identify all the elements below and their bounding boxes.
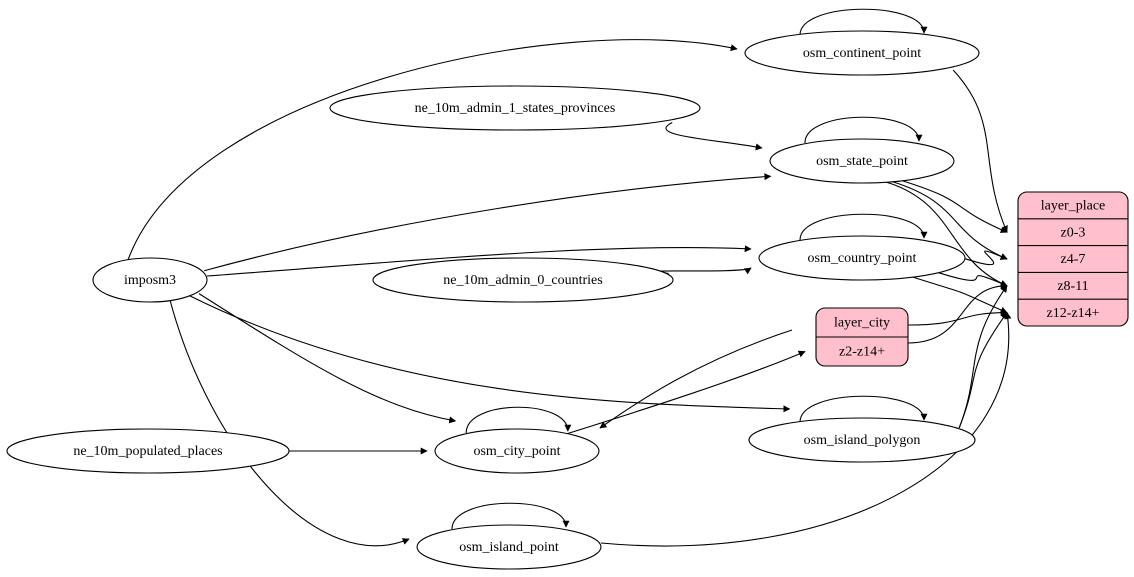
- edge-osm_country_point-to-layer_place-z4-7: [964, 250, 1008, 266]
- edge-osm_state_point-to-layer_place-z8-11: [886, 181, 1008, 287]
- record-row-layer-city[interactable]: layer_city: [834, 316, 890, 331]
- node-osm_country_point[interactable]: osm_country_point: [758, 235, 966, 281]
- node-osm_island_point[interactable]: osm_island_point: [416, 524, 602, 570]
- edge-osm_country_point-to-layer_place-z8-11: [938, 272, 1008, 287]
- edge-osm_continent_point-to-layer_place-z0-3: [952, 69, 1008, 233]
- node-label: osm_continent_point: [803, 46, 921, 61]
- node-ne_populated[interactable]: ne_10m_populated_places: [6, 428, 290, 474]
- node-layer: imposm3 ne_10m_admin_1_states_provincesne…: [6, 30, 1129, 570]
- node-label: osm_city_point: [473, 444, 560, 459]
- node-shape-ellipse: [416, 524, 602, 570]
- node-layer_city[interactable]: layer_city z2-z14+: [815, 307, 909, 367]
- edge-ne_countries-to-osm_country_point: [654, 267, 752, 275]
- node-shape-ellipse: [372, 257, 674, 303]
- node-label: ne_10m_populated_places: [73, 444, 222, 459]
- record-row-z0-3[interactable]: z0-3: [1061, 225, 1086, 240]
- node-shape-ellipse: [434, 428, 600, 474]
- node-label: osm_island_polygon: [804, 433, 921, 448]
- node-osm_island_polygon[interactable]: osm_island_polygon: [748, 417, 976, 463]
- node-label: ne_10m_admin_1_states_provinces: [415, 101, 616, 116]
- edge-ne_states-to-osm_state_point: [665, 122, 763, 151]
- node-layer_place[interactable]: layer_place z0-3 z4-7 z8-11 z12-z14+: [1017, 191, 1129, 327]
- edge-osm_island_polygon-to-layer_place-z12-z14+: [958, 312, 1008, 429]
- record-row-layer-place[interactable]: layer_place: [1041, 199, 1106, 214]
- record-outer: [1017, 191, 1129, 327]
- node-ne_states[interactable]: ne_10m_admin_1_states_provinces: [329, 85, 701, 131]
- edge-layer_city-to-layer_place-z8-11: [907, 282, 1008, 344]
- node-shape-ellipse: [6, 428, 290, 474]
- edge-osm_continent_point-to-osm_continent_point-self: [799, 8, 928, 36]
- edge-crossing-to-osm_city_point: [599, 329, 793, 429]
- edge-osm_island_point-to-osm_island_point-self: [451, 502, 570, 530]
- node-shape-ellipse: [758, 235, 966, 281]
- edge-imposm3-to-osm_continent_point: [127, 39, 738, 261]
- node-shape-ellipse: [769, 138, 955, 184]
- node-osm_state_point[interactable]: osm_state_point: [769, 138, 955, 184]
- node-shape-ellipse: [92, 257, 208, 303]
- edge-osm_country_point-to-osm_country_point-self: [799, 213, 928, 241]
- edge-imposm3-to-osm_island_polygon: [189, 295, 791, 413]
- record-row-z12-z14-[interactable]: z12-z14+: [1047, 306, 1100, 321]
- record-row-z2-z14-[interactable]: z2-z14+: [839, 345, 885, 360]
- node-ne_countries[interactable]: ne_10m_admin_0_countries: [372, 257, 674, 303]
- node-osm_city_point[interactable]: osm_city_point: [434, 428, 600, 474]
- edge-osm_country_point-to-layer_place-z12-z14+: [912, 276, 1008, 314]
- edge-osm_state_point-to-layer_place-z4-7: [892, 181, 1008, 260]
- node-label: osm_country_point: [808, 251, 917, 266]
- node-label: imposm3: [124, 273, 176, 288]
- record-row-z8-11[interactable]: z8-11: [1057, 279, 1088, 294]
- node-osm_continent_point[interactable]: osm_continent_point: [744, 30, 980, 76]
- edge-imposm3-to-osm_city_point: [198, 293, 457, 424]
- node-imposm3[interactable]: imposm3: [92, 257, 208, 303]
- edge-layer: [127, 8, 1012, 547]
- edge-imposm3-to-osm_country_point: [206, 245, 752, 277]
- edge-osm_state_point-to-osm_state_point-self: [804, 116, 923, 144]
- node-shape-ellipse: [748, 417, 976, 463]
- edge-osm_island_polygon-to-osm_island_polygon-self: [799, 395, 928, 423]
- edge-imposm3-to-osm_state_point: [204, 173, 772, 272]
- record-row-z4-7[interactable]: z4-7: [1061, 252, 1086, 267]
- edge-osm_island_point-to-layer_place-z12-z14+: [600, 311, 1012, 547]
- node-shape-ellipse: [329, 85, 701, 131]
- edge-imposm3-to-osm_island_point: [169, 299, 410, 547]
- edge-osm_city_point-to-osm_city_point-self: [465, 406, 572, 434]
- node-label: osm_island_point: [459, 540, 559, 555]
- node-shape-ellipse: [744, 30, 980, 76]
- edge-osm_state_point-to-layer_place-z0-3: [902, 180, 1008, 233]
- node-label: ne_10m_admin_0_countries: [443, 273, 602, 288]
- edge-layer_city-to-layer_place-z12-z14+: [907, 309, 1008, 326]
- edge-osm_city_point-to-layer_city-z2-z14+: [567, 350, 806, 435]
- node-label: osm_state_point: [816, 154, 908, 169]
